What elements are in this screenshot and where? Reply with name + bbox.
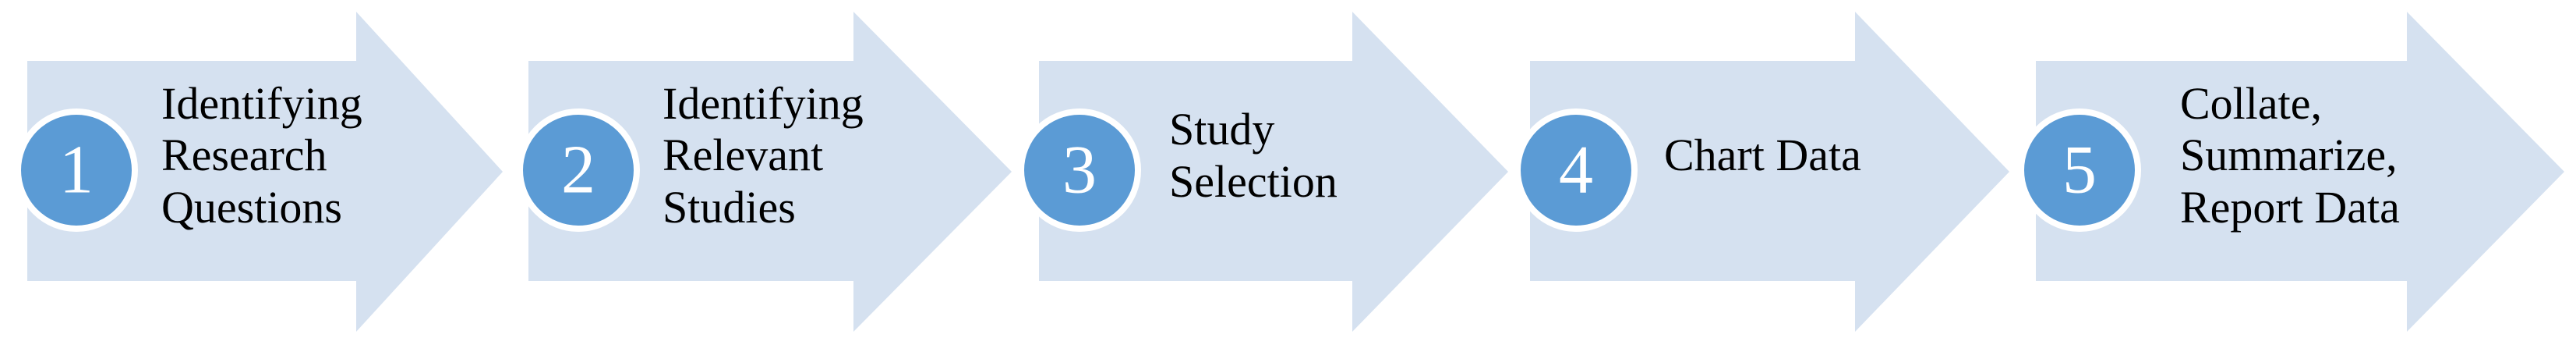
step-5-number-circle xyxy=(2018,108,2141,232)
step-1-label-line-1: Identifying xyxy=(161,78,362,129)
step-2-label-line-1: Identifying xyxy=(663,78,864,129)
step-4-number-circle xyxy=(1514,108,1638,232)
step-1: 1 Identifying Research Questions xyxy=(15,12,503,332)
step-5-label-line-3: Report Data xyxy=(2180,182,2400,233)
step-1-label-line-2: Research xyxy=(161,130,327,180)
step-3-number: 3 xyxy=(1062,133,1097,208)
step-2-arrow xyxy=(528,12,1012,332)
step-4-arrow xyxy=(1530,12,2009,332)
step-1-label-line-3: Questions xyxy=(161,182,342,233)
step-1-arrow xyxy=(27,12,503,332)
step-1-number: 1 xyxy=(59,133,94,208)
step-5-label-line-1: Collate, xyxy=(2180,78,2322,129)
step-2-label-line-2: Relevant xyxy=(663,130,823,180)
step-5: 5 Collate, Summarize, Report Data xyxy=(2018,12,2564,332)
step-3-label-line-2: Selection xyxy=(1169,156,1337,207)
step-3: 3 Study Selection xyxy=(1018,12,1508,332)
step-5-number: 5 xyxy=(2062,133,2097,208)
step-2: 2 Identifying Relevant Studies xyxy=(517,12,1012,332)
step-2-label-line-3: Studies xyxy=(663,182,796,233)
step-3-label-line-1: Study xyxy=(1169,104,1274,155)
step-1-number-circle xyxy=(15,108,138,232)
step-3-arrow xyxy=(1039,12,1508,332)
step-4-label-line-1: Chart Data xyxy=(1664,130,1861,180)
step-2-number: 2 xyxy=(561,133,595,208)
step-2-number-circle xyxy=(517,108,640,232)
step-4-number: 4 xyxy=(1559,133,1593,208)
step-4: 4 Chart Data xyxy=(1514,12,2009,332)
step-3-number-circle xyxy=(1018,108,1141,232)
step-5-arrow xyxy=(2036,12,2564,332)
step-5-label-line-2: Summarize, xyxy=(2180,130,2398,180)
